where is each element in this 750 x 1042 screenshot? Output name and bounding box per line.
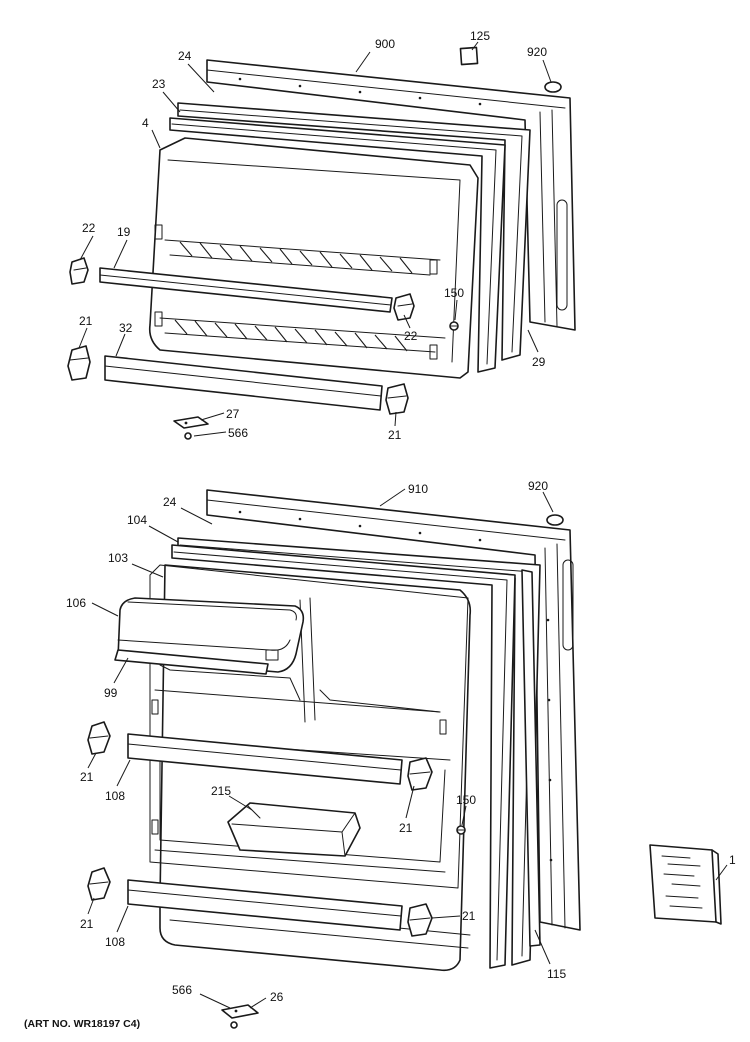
freezer-breaker-strip <box>169 117 506 373</box>
rail-end-cap-21-left <box>67 345 91 381</box>
callout-900: 900 <box>375 37 395 51</box>
callout-22-left: 22 <box>82 221 96 235</box>
callout-115: 115 <box>547 967 566 981</box>
freezer-shelf-rail-lower <box>104 355 383 411</box>
callout-24-upper: 24 <box>178 49 192 63</box>
leader-lines <box>78 41 728 1009</box>
door-plug-125 <box>459 46 479 66</box>
owner-manual-booklet <box>649 844 722 925</box>
callout-920-upper: 920 <box>527 45 547 59</box>
callout-21-upper-left: 21 <box>79 314 93 328</box>
freezer-door-gasket <box>177 102 531 361</box>
freezer-door-liner <box>148 137 479 379</box>
callout-108-lower: 108 <box>105 935 125 949</box>
hinge-plate-27 <box>173 416 209 429</box>
door-plug-920-upper <box>544 81 562 93</box>
callout-106: 106 <box>66 596 86 610</box>
fresh-food-breaker-strip <box>171 544 516 969</box>
callout-125: 125 <box>470 29 490 43</box>
callout-215: 215 <box>211 784 231 798</box>
door-bin-215 <box>227 802 361 857</box>
rail-end-cap-21-right <box>385 383 409 415</box>
callout-566-lower: 566 <box>172 983 192 997</box>
callout-19: 19 <box>117 225 131 239</box>
door-strip-115 <box>521 569 541 947</box>
callout-23: 23 <box>152 77 166 91</box>
callout-22-right: 22 <box>404 329 418 343</box>
callout-1: 1 <box>729 853 736 867</box>
rail-end-cap-21-mid-left <box>87 721 111 755</box>
dairy-compartment-106 <box>117 597 305 673</box>
callout-99: 99 <box>104 686 118 700</box>
callout-21-mid-right: 21 <box>399 821 413 835</box>
callout-21-low-left: 21 <box>80 917 94 931</box>
callout-21-mid-left: 21 <box>80 770 94 784</box>
callout-910: 910 <box>408 482 428 496</box>
callout-103: 103 <box>108 551 128 565</box>
screw-150-upper <box>449 321 459 331</box>
callout-24-lower: 24 <box>163 495 177 509</box>
rail-end-cap-21-low-right <box>407 903 433 937</box>
screw-150-lower <box>456 825 466 835</box>
callout-26: 26 <box>270 990 284 1004</box>
rail-end-cap-22-left <box>69 257 89 285</box>
callout-150-upper: 150 <box>444 286 464 300</box>
callout-920-lower: 920 <box>528 479 548 493</box>
rail-end-cap-21-low-left <box>87 867 111 901</box>
hinge-plate-26 <box>221 1004 259 1019</box>
freezer-shelf-rail-upper <box>99 267 393 313</box>
callout-4: 4 <box>142 116 149 130</box>
callout-32: 32 <box>119 321 133 335</box>
rail-end-cap-21-mid-right <box>407 757 433 791</box>
rail-end-cap-22-right <box>393 293 415 321</box>
callout-labels: 900 125 920 24 23 4 22 19 150 22 21 32 2… <box>66 29 736 1004</box>
shelf-rail-108-lower <box>127 879 403 931</box>
screw-566-lower <box>230 1021 238 1029</box>
callout-21-upper-right: 21 <box>388 428 402 442</box>
fresh-food-outer-door-panel <box>206 489 581 931</box>
callout-21-low-right: 21 <box>462 909 476 923</box>
callout-566-upper: 566 <box>228 426 248 440</box>
callout-108-upper: 108 <box>105 789 125 803</box>
door-plug-920-lower <box>546 514 564 526</box>
fresh-food-door-assembly <box>87 489 581 1029</box>
shelf-rail-108-upper <box>127 733 403 785</box>
callout-104: 104 <box>127 513 147 527</box>
callout-27: 27 <box>226 407 240 421</box>
freezer-door-assembly <box>67 46 576 440</box>
callout-150-lower: 150 <box>456 793 476 807</box>
dairy-door-99 <box>114 649 269 675</box>
callout-29: 29 <box>532 355 546 369</box>
freezer-outer-door-panel <box>206 59 576 331</box>
art-number: (ART NO. WR18197 C4) <box>24 1018 140 1030</box>
screw-566-upper <box>184 432 192 440</box>
